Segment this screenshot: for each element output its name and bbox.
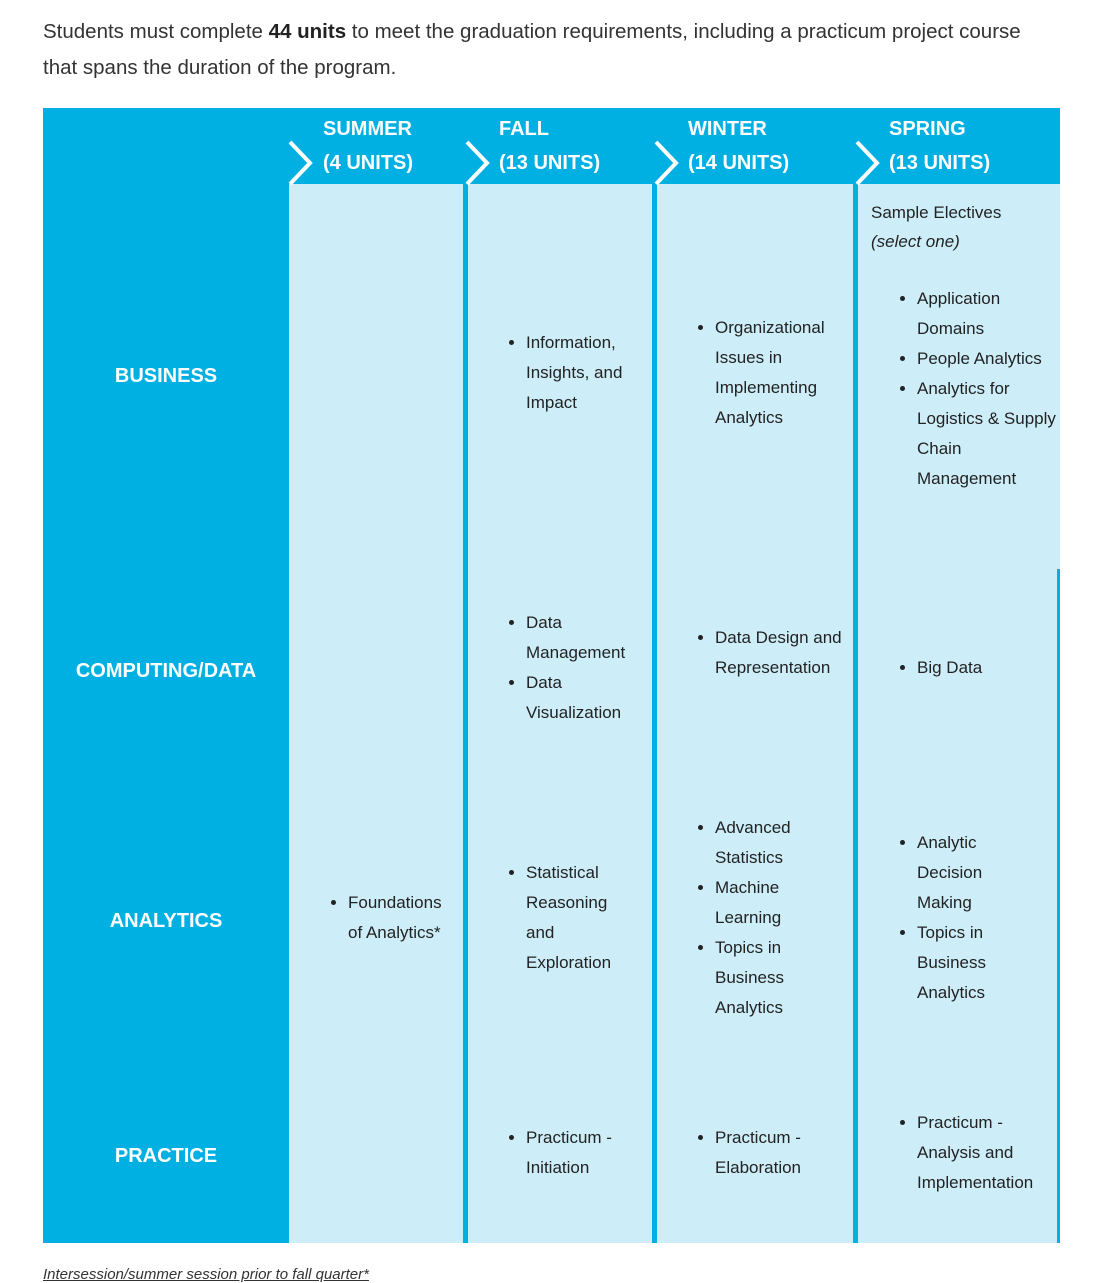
column-fall (468, 184, 652, 1243)
intro-suffix: to meet the graduation requirements, inc… (43, 20, 1021, 79)
season-header-fall: FALL (13 UNITS) (499, 108, 649, 184)
cell-analytics-winter: Advanced Statistics Machine Learning Top… (695, 813, 820, 1023)
intro-prefix: Students must complete (43, 20, 269, 43)
chevron-right-icon (654, 140, 679, 186)
season-units: (14 UNITS) (688, 152, 790, 174)
course-item: Topics in Business Analytics (917, 918, 1017, 1008)
course-item: Foundations of Analytics* (348, 888, 458, 948)
course-item: Data Management (526, 608, 651, 668)
course-item: Analytic Decision Making (917, 828, 1017, 918)
season-header-spring: SPRING (13 UNITS) (889, 108, 1039, 184)
season-name: WINTER (688, 118, 767, 140)
column-winter (657, 184, 853, 1243)
electives-note: (select one) (871, 232, 960, 251)
chevron-right-icon (465, 140, 490, 186)
cell-practice-spring: Practicum - Analysis and Implementation (897, 1108, 1047, 1198)
row-label-analytics: ANALYTICS (109, 910, 223, 932)
intro-units: 44 units (268, 20, 347, 43)
cell-business-fall: Information, Insights, and Impact (506, 328, 646, 418)
column-spring-top (858, 184, 1060, 569)
course-item: Information, Insights, and Impact (526, 328, 646, 418)
cell-practice-fall: Practicum - Initiation (506, 1123, 631, 1183)
season-units: (13 UNITS) (889, 152, 991, 174)
cell-business-spring: Application Domains People Analytics Ana… (897, 284, 1057, 494)
season-header-band (43, 108, 1060, 184)
season-units: (13 UNITS) (499, 152, 601, 174)
cell-analytics-summer: Foundations of Analytics* (328, 888, 458, 948)
course-item: Practicum - Elaboration (715, 1123, 820, 1183)
course-item: Advanced Statistics (715, 813, 820, 873)
cell-practice-winter: Practicum - Elaboration (695, 1123, 820, 1183)
course-item: Big Data (917, 653, 1047, 683)
season-units: (4 UNITS) (323, 152, 413, 174)
cell-analytics-spring: Analytic Decision Making Topics in Busin… (897, 828, 1017, 1008)
cell-computing-winter: Data Design and Representation (695, 623, 850, 683)
chevron-right-icon (855, 140, 880, 186)
chevron-right-icon (288, 140, 313, 186)
spring-electives-header: Sample Electives (select one) (871, 198, 1051, 256)
season-name: SPRING (889, 118, 966, 140)
cell-business-winter: Organizational Issues in Implementing An… (695, 313, 850, 433)
footnote: Intersession/summer session prior to fal… (43, 1266, 369, 1283)
column-summer (289, 184, 463, 1243)
course-item: Application Domains (917, 284, 1057, 344)
electives-title: Sample Electives (871, 203, 1002, 222)
row-label-business: BUSINESS (114, 365, 218, 387)
course-item: Organizational Issues in Implementing An… (715, 313, 850, 433)
intro-paragraph: Students must complete 44 units to meet … (43, 14, 1043, 86)
course-item: Data Design and Representation (715, 623, 850, 683)
course-item: Practicum - Initiation (526, 1123, 631, 1183)
course-item: Analytics for Logistics & Supply Chain M… (917, 374, 1057, 494)
cell-analytics-fall: Statistical Reasoning and Exploration (506, 858, 631, 978)
course-item: Topics in Business Analytics (715, 933, 820, 1023)
cell-computing-spring: Big Data (897, 653, 1047, 683)
row-label-practice: PRACTICE (114, 1145, 218, 1167)
season-header-summer: SUMMER (4 UNITS) (323, 108, 473, 184)
cell-computing-fall: Data Management Data Visualization (506, 608, 651, 728)
season-name: SUMMER (323, 118, 412, 140)
season-name: FALL (499, 118, 549, 140)
season-header-winter: WINTER (14 UNITS) (688, 108, 838, 184)
course-item: Statistical Reasoning and Exploration (526, 858, 631, 978)
curriculum-grid: SUMMER (4 UNITS) FALL (13 UNITS) WINTER … (43, 108, 1060, 1243)
course-item: Practicum - Analysis and Implementation (917, 1108, 1047, 1198)
course-item: Data Visualization (526, 668, 651, 728)
course-item: Machine Learning (715, 873, 820, 933)
column-spring-bottom (858, 569, 1057, 1243)
course-item: People Analytics (917, 344, 1057, 374)
row-label-computing-data: COMPUTING/DATA (75, 660, 257, 682)
